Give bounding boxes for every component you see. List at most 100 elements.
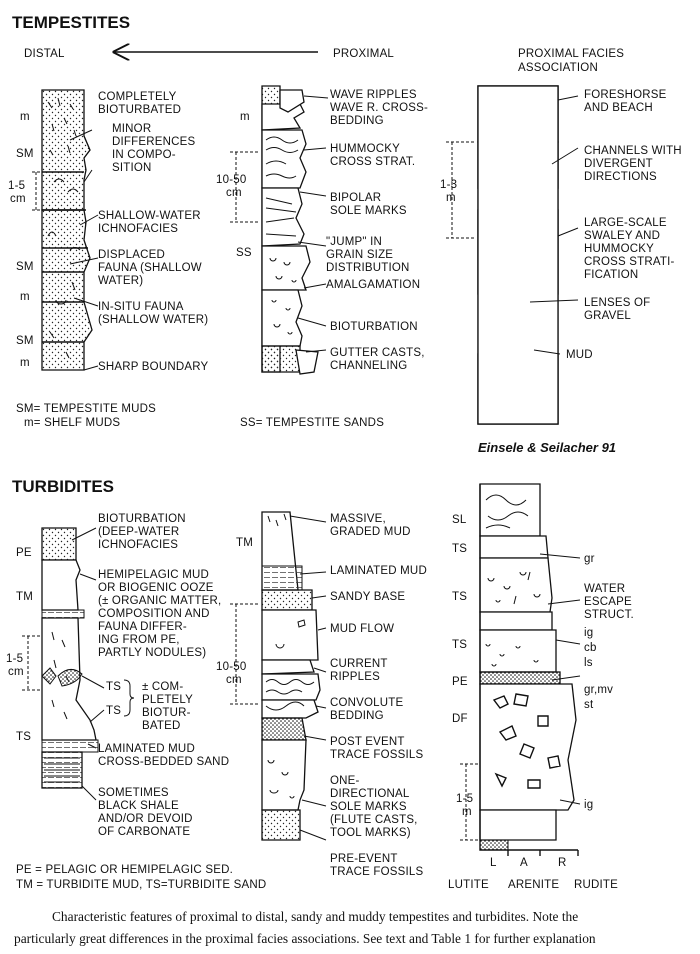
- distal-label: DISTAL: [24, 48, 65, 60]
- feature-label: "JUMP" IN: [326, 236, 382, 248]
- caption-line: Characteristic features of proximal to d…: [52, 909, 578, 924]
- feature-label: SOMETIMES: [98, 787, 169, 799]
- feature-label: OR BIOGENIC OOZE: [98, 582, 214, 594]
- axis-letter: L: [490, 857, 497, 869]
- turbidite-distal-labels: BIOTURBATION (DEEP-WATER ICHNOFACIES HEM…: [98, 513, 229, 838]
- feature-label: POST EVENT: [330, 736, 405, 748]
- feature-label: BIOTURBATED: [98, 104, 181, 116]
- feature-label: TOOL MARKS): [330, 827, 411, 839]
- feature-label: GRAVEL: [584, 310, 631, 322]
- feature-label: LAMINATED MUD: [98, 743, 195, 755]
- feature-label: BLACK SHALE: [98, 800, 179, 812]
- feature-label: ICHNOFACIES: [98, 223, 178, 235]
- feature-label: (FLUTE CASTS,: [330, 814, 418, 826]
- legend-line: PE = PELAGIC OR HEMIPELAGIC SED.: [16, 864, 233, 876]
- side-label: m: [20, 291, 30, 303]
- feature-label: CONVOLUTE: [330, 697, 403, 709]
- feature-label: MUD: [566, 349, 593, 361]
- scale-label: 10-50: [216, 174, 246, 186]
- citation: Einsele & Seilacher 91: [478, 440, 616, 455]
- feature-label: (SHALLOW WATER): [98, 314, 208, 326]
- feature-label: FICATION: [584, 269, 638, 281]
- feature-label: SOLE MARKS: [330, 205, 407, 217]
- caption-line: particularly great differences in the pr…: [14, 931, 596, 946]
- feature-label: STRUCT.: [584, 609, 634, 621]
- scale-bar: 10-50 cm: [216, 603, 260, 705]
- side-label: PE: [452, 676, 468, 688]
- scale-label: m: [446, 192, 456, 204]
- feature-label: LARGE-SCALE: [584, 217, 667, 229]
- feature-label: CROSS-BEDDED SAND: [98, 756, 229, 768]
- feature-label: IN COMPO-: [112, 149, 176, 161]
- ts-mark: TS: [106, 681, 121, 693]
- code-label: ig: [584, 627, 593, 639]
- feature-label: BIOTUR-: [142, 707, 191, 719]
- side-label: TS: [452, 591, 467, 603]
- feature-label: PARTLY NODULES): [98, 647, 206, 659]
- feature-label: DIFFERENCES: [112, 136, 195, 148]
- feature-label: BEDDING: [330, 710, 384, 722]
- scale-label: cm: [8, 666, 24, 678]
- scale-label: cm: [10, 193, 26, 205]
- tempestites-title: TEMPESTITES: [12, 13, 130, 32]
- side-label: m: [20, 357, 30, 369]
- side-label: SL: [452, 514, 467, 526]
- axis-word: ARENITE: [508, 879, 559, 891]
- assoc-title: PROXIMAL FACIES ASSOCIATION: [518, 48, 624, 74]
- feature-label: COMPLETELY: [98, 91, 177, 103]
- legend-line: SM= TEMPESTITE MUDS: [16, 403, 156, 415]
- scale-label: m: [462, 806, 472, 818]
- turbidites-title: TURBIDITES: [12, 477, 114, 496]
- legend-line: SS= TEMPESTITE SANDS: [240, 417, 384, 429]
- grain-size-axis: L A R LUTITE ARENITE RUDITE: [448, 857, 618, 891]
- side-label: TM: [16, 591, 33, 603]
- side-label: DF: [452, 713, 468, 725]
- proximal-label: PROXIMAL: [333, 48, 394, 60]
- feature-label: TRACE FOSSILS: [330, 866, 423, 878]
- feature-label: SWALEY AND: [584, 230, 660, 242]
- scale-label: 1-5: [6, 653, 23, 665]
- scale-bar: 1-5 cm: [8, 171, 42, 211]
- feature-label: AMALGAMATION: [326, 279, 420, 291]
- scale-label: 1-5: [456, 793, 473, 805]
- axis-letter: R: [558, 857, 567, 869]
- feature-label: FAUNA (SHALLOW: [98, 262, 202, 274]
- code-label: gr,mv: [584, 684, 613, 696]
- feature-label: RIPPLES: [330, 671, 380, 683]
- side-label: SM: [16, 261, 34, 273]
- feature-label: HUMMOCKY: [330, 143, 400, 155]
- feature-label: (DEEP-WATER: [98, 526, 179, 538]
- tempestite-assoc-labels: FORESHORSE AND BEACH CHANNELS WITH DIVER…: [566, 89, 682, 361]
- feature-label: PLETELY: [142, 694, 193, 706]
- feature-label: DIVERGENT: [584, 158, 653, 170]
- feature-label: DIRECTIONS: [584, 171, 657, 183]
- side-label: m: [20, 111, 30, 123]
- code-label: ls: [584, 657, 593, 669]
- feature-label: GRADED MUD: [330, 526, 411, 538]
- feature-label: TRACE FOSSILS: [330, 749, 423, 761]
- assoc-title-line: ASSOCIATION: [518, 62, 598, 74]
- side-label: TS: [452, 543, 467, 555]
- feature-label: WATER: [584, 583, 625, 595]
- feature-label: IN-SITU FAUNA: [98, 301, 184, 313]
- feature-label: HEMIPELAGIC MUD: [98, 569, 209, 581]
- feature-label: DIRECTIONAL: [330, 788, 410, 800]
- feature-label: GUTTER CASTS,: [330, 347, 425, 359]
- axis-letter: A: [520, 857, 528, 869]
- side-label: m SM SM m SM m: [16, 111, 34, 369]
- assoc-title-line: PROXIMAL FACIES: [518, 48, 624, 60]
- code-label: st: [584, 699, 594, 711]
- feature-label: ESCAPE: [584, 596, 632, 608]
- turbidite-proximal-column: TM 10-50 cm: [216, 511, 327, 841]
- feature-label: CROSS STRAT.: [330, 156, 415, 168]
- feature-label: WAVE R. CROSS-: [330, 102, 428, 114]
- tempestite-proximal-labels: WAVE RIPPLES WAVE R. CROSS- BEDDING HUMM…: [326, 89, 428, 372]
- code-label: cb: [584, 642, 597, 654]
- feature-label: LAMINATED MUD: [330, 565, 427, 577]
- feature-label: SHALLOW-WATER: [98, 210, 201, 222]
- feature-label: BIOTURBATION: [330, 321, 418, 333]
- scale-bar: 1-5 cm: [6, 635, 42, 691]
- feature-label: SHARP BOUNDARY: [98, 361, 209, 373]
- scale-bar: 10-50 cm: [216, 151, 260, 223]
- feature-label: AND BEACH: [584, 102, 653, 114]
